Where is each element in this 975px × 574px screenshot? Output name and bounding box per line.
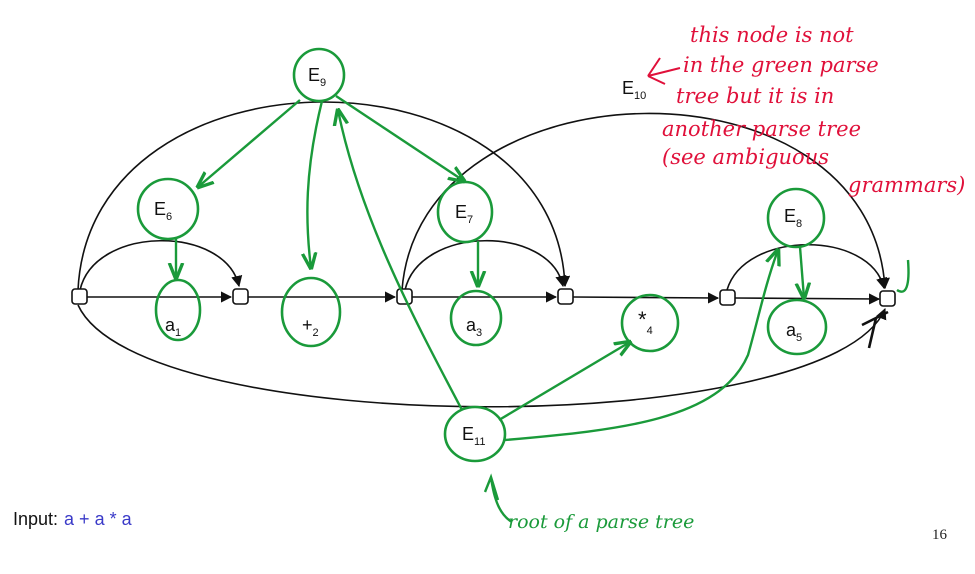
edge-e11-e8 <box>504 250 778 442</box>
chain-node-0 <box>71 288 88 305</box>
note-line-4: another parse tree <box>662 117 861 141</box>
circle-e11 <box>443 405 507 463</box>
circle-e9 <box>292 47 346 103</box>
note-line-5: (see ambiguous <box>662 145 829 169</box>
label-star4: *4 <box>638 307 653 337</box>
label-e7: E7 <box>455 202 473 226</box>
label-e8: E8 <box>784 206 802 230</box>
edge-v4-v5 <box>734 293 881 305</box>
edge-e11-e9 <box>338 110 464 411</box>
green-edges <box>176 95 910 524</box>
label-e6: E6 <box>154 199 172 223</box>
chain-nodes <box>71 288 896 307</box>
edge-e9-e6 <box>198 99 301 187</box>
root-note-arrow <box>483 473 513 524</box>
circle-e6 <box>136 177 200 241</box>
label-e9: E9 <box>308 65 326 89</box>
note-line-1: this node is not <box>690 23 854 47</box>
arc-e10 <box>401 112 890 291</box>
label-plus2: +2 <box>302 315 319 339</box>
edge-e9-plus2 <box>307 100 324 268</box>
green-circles <box>136 47 828 463</box>
edge-e9-e7 <box>335 95 464 181</box>
chain-edges <box>86 291 881 305</box>
chain-node-5 <box>879 290 896 307</box>
note-line-6: grammars) <box>848 173 965 197</box>
tick-mark <box>896 259 910 293</box>
label-e11: E11 <box>462 424 485 448</box>
circle-a1 <box>154 278 202 342</box>
arc-e11 <box>77 304 887 408</box>
chain-node-4 <box>719 289 736 306</box>
red-pointer-arrow <box>647 57 681 85</box>
root-note: root of a parse tree <box>508 511 694 533</box>
label-a1: a1 <box>165 315 181 339</box>
edge-v3-v4 <box>572 292 720 304</box>
edge-e11-star4 <box>498 342 630 422</box>
input-line: Input:a + a * a <box>13 509 132 530</box>
circle-plus2 <box>280 276 342 348</box>
circle-a3 <box>449 289 503 347</box>
input-label: Input: <box>13 509 59 529</box>
page-number: 16 <box>932 527 947 543</box>
edge-e8-a5 <box>800 246 804 298</box>
note-line-2: in the green parse <box>683 53 879 77</box>
input-value: a + a * a <box>64 509 132 529</box>
red-annotation: this node is not in the green parse tree… <box>647 23 965 197</box>
node-labels: E9 E10 E6 E7 E8 E11 a1 +2 a3 *4 a5 <box>154 65 802 448</box>
arc-e6 <box>79 240 243 291</box>
chain-node-3 <box>557 288 574 305</box>
arc-e9 <box>77 101 571 291</box>
note-line-3: tree but it is in <box>676 84 834 108</box>
chain-node-1 <box>232 288 249 305</box>
arc-e7 <box>404 240 567 291</box>
circle-star4 <box>620 293 680 353</box>
label-e10: E10 <box>622 78 646 102</box>
circle-e8 <box>766 187 826 249</box>
circle-a5 <box>766 298 828 356</box>
label-a5: a5 <box>786 320 802 344</box>
label-a3: a3 <box>466 315 482 339</box>
pen-arrowhead <box>861 310 889 349</box>
arc-e8 <box>726 243 888 291</box>
